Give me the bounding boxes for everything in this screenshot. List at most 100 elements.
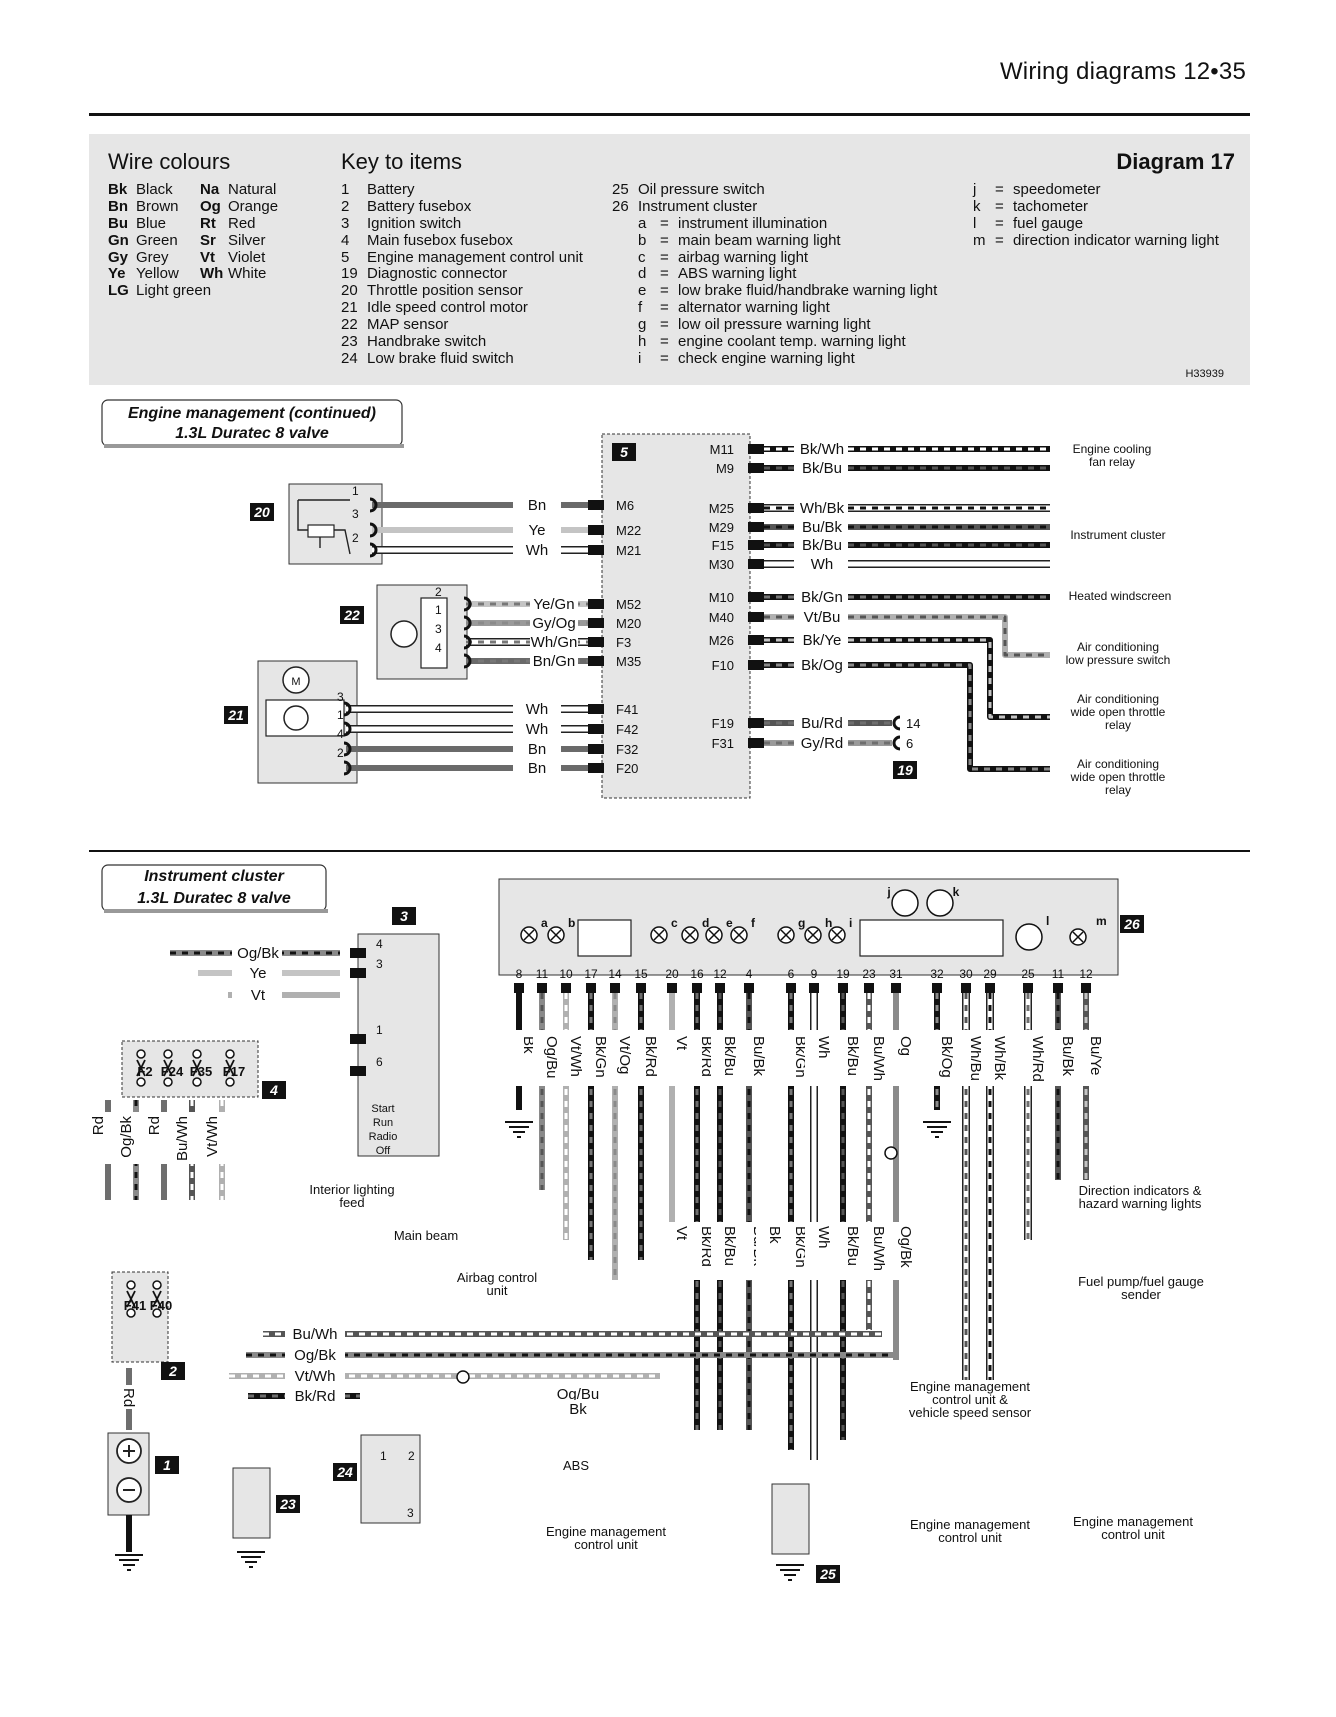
plug-connector bbox=[350, 968, 366, 978]
wire-label-bg bbox=[513, 541, 561, 559]
wire-label-bg bbox=[794, 459, 848, 477]
cluster-pin-label: 11 bbox=[536, 967, 549, 981]
destination-label: Direction indicators &hazard warning lig… bbox=[1079, 1183, 1202, 1211]
wire-colour-label: Ye bbox=[529, 522, 546, 539]
warning-lamp-cross bbox=[653, 929, 665, 941]
key-sub-item: c=airbag warning light bbox=[638, 248, 809, 266]
wire-label-bg bbox=[887, 1222, 905, 1280]
cluster-pin-plug bbox=[864, 983, 874, 993]
wire-colour-label: Bu/Wh bbox=[870, 1226, 887, 1271]
component-id-box bbox=[816, 1565, 840, 1583]
ignition-position-label: Radio bbox=[369, 1131, 398, 1143]
wire-colour-label: Bk bbox=[520, 1036, 537, 1054]
ecu-pin-label: F41 bbox=[616, 702, 638, 717]
cluster-pin-plug bbox=[514, 983, 524, 993]
cluster-gauge-module bbox=[859, 919, 1004, 957]
ignition-position-label: Off bbox=[376, 1145, 391, 1157]
ecu-pin-label: F20 bbox=[616, 761, 638, 776]
wire-colour-label: Bu/Bk bbox=[750, 1036, 767, 1077]
cluster-pin-plug bbox=[1053, 983, 1063, 993]
connector bbox=[343, 741, 352, 757]
fuse-terminal bbox=[163, 1077, 173, 1087]
wire-colour-label: Wh/Bk bbox=[800, 500, 845, 517]
fuse-label: F17 bbox=[223, 1064, 245, 1079]
component-id: 22 bbox=[343, 607, 360, 623]
cluster-pin-label: 29 bbox=[983, 967, 997, 981]
wire-label-bg bbox=[794, 656, 848, 674]
wire-colour-label: Bk/Rd bbox=[642, 1036, 659, 1077]
cluster-pin-plug bbox=[561, 983, 571, 993]
wire-label-bg bbox=[285, 1367, 345, 1385]
wire-label-bg bbox=[805, 1222, 823, 1280]
key-sub-item: k=tachometer bbox=[973, 197, 1089, 215]
warning-lamp-cross bbox=[684, 929, 696, 941]
connector bbox=[463, 634, 472, 650]
wire-colour-label: Bk bbox=[569, 1401, 587, 1418]
warning-lamp-cross bbox=[550, 929, 562, 941]
wire-colour-label: Vt/Bu bbox=[804, 609, 841, 626]
plug-connector bbox=[588, 500, 604, 510]
diagram-static-shapes bbox=[101, 399, 1119, 1555]
cluster-pin-plug bbox=[667, 983, 677, 993]
wire-colour-label: Bk/Gn bbox=[792, 1036, 809, 1078]
fuse-terminal bbox=[192, 1049, 202, 1059]
ecu-pin-label: F3 bbox=[616, 635, 631, 650]
cluster-pin-label: 30 bbox=[959, 967, 973, 981]
ecu-pin-label: M21 bbox=[616, 543, 641, 558]
plug-connector bbox=[588, 744, 604, 754]
tps-internal-wiring bbox=[297, 499, 351, 555]
plug-connector bbox=[748, 612, 764, 622]
wire-label-bg bbox=[834, 1030, 852, 1086]
key-sub-item: a=instrument illumination bbox=[638, 214, 828, 232]
wire-colour-label: Bk/Wh bbox=[800, 441, 844, 458]
section2-title: Instrument cluster bbox=[144, 868, 284, 885]
cluster-pin-plug bbox=[537, 983, 547, 993]
wire-label-bg bbox=[232, 986, 282, 1004]
tps-resistor bbox=[307, 524, 335, 538]
wire-label-bg bbox=[533, 1030, 551, 1086]
plug-connector bbox=[588, 704, 604, 714]
ecu-pin-label: F32 bbox=[616, 742, 638, 757]
wire-colour-label: Og/Bk bbox=[118, 1116, 135, 1158]
component-id-box bbox=[893, 761, 917, 779]
wire-colour-label: Vt/Og bbox=[616, 1036, 633, 1074]
wire-label-bg bbox=[794, 518, 848, 536]
component-id: 26 bbox=[1123, 916, 1140, 932]
fuse-terminal bbox=[152, 1308, 162, 1318]
wire-label-bg bbox=[711, 1030, 729, 1086]
cluster-pin-plug bbox=[786, 983, 796, 993]
lamp-letter: g bbox=[798, 916, 805, 930]
wire-label-bg bbox=[782, 1222, 800, 1280]
wire-label-bg bbox=[740, 1222, 758, 1280]
wire-colour-label: Wh bbox=[815, 1226, 832, 1249]
wire-colour-label: Bu/Wh bbox=[292, 1326, 337, 1343]
wire-label-bg bbox=[582, 1030, 600, 1086]
ignition-position-label: Run bbox=[373, 1117, 393, 1129]
warning-lamp-cross bbox=[708, 929, 720, 941]
wire-colour-label: Rd bbox=[120, 1388, 137, 1407]
wire-colour-label: Vt/Wh bbox=[567, 1036, 584, 1077]
ecu-pin-label: M25 bbox=[709, 501, 734, 516]
section-divider bbox=[89, 850, 1250, 852]
fuse-terminal bbox=[163, 1049, 173, 1059]
diagram-labels: Engine management (continued)1.3L Durate… bbox=[90, 405, 1204, 1583]
cluster-pin-plug bbox=[1023, 983, 1033, 993]
key-sub-item: h=engine coolant temp. warning light bbox=[638, 333, 906, 351]
wire-colour-label: Bu/Wh bbox=[870, 1036, 887, 1081]
wire-label-bg bbox=[782, 1030, 800, 1086]
plug-connector bbox=[588, 545, 604, 555]
destination-label: ABS bbox=[563, 1458, 589, 1473]
map-connector-block bbox=[420, 597, 448, 669]
ecu-pin-label: M22 bbox=[616, 523, 641, 538]
key-sub-item: f=alternator warning light bbox=[638, 299, 830, 317]
wire-label-bg bbox=[513, 759, 561, 777]
wire-colour-label: Wh/Bu bbox=[967, 1036, 984, 1081]
